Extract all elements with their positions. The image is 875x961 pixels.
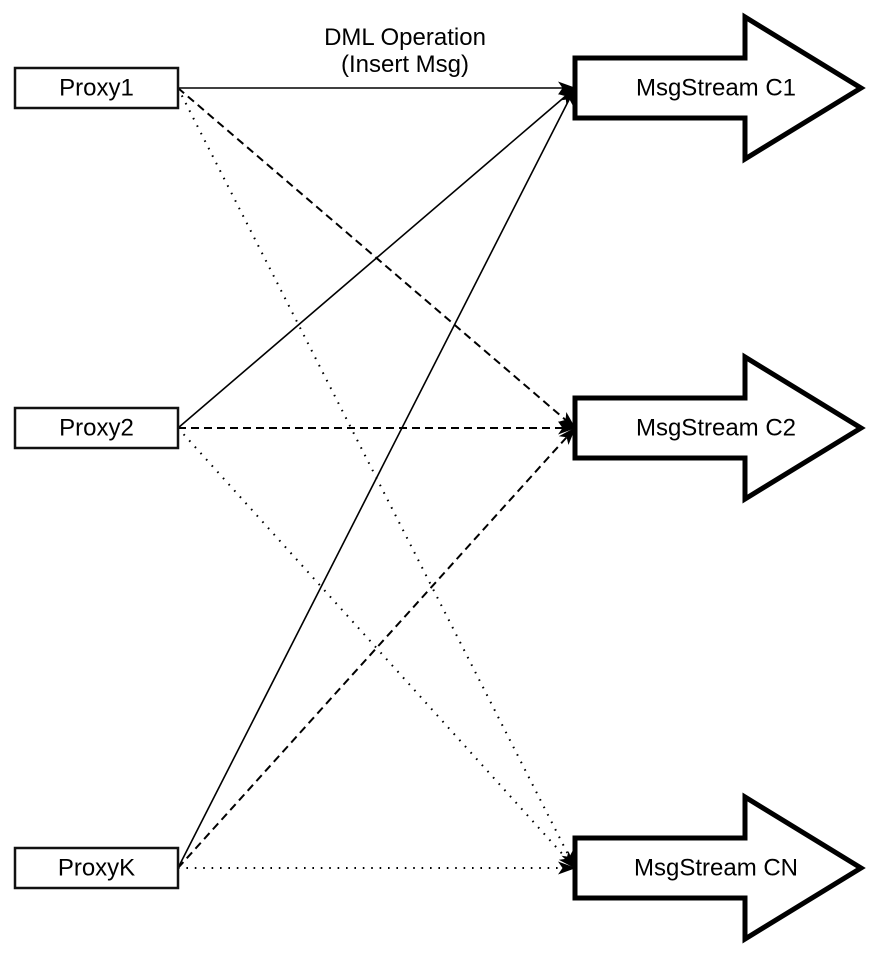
proxy-node-proxyk: ProxyK [13,846,180,890]
proxy-node-proxy1: Proxy1 [13,66,180,110]
stream-label-c1: MsgStream C1 [636,75,796,102]
proxy-node-proxy2: Proxy2 [13,406,180,450]
proxy-box-proxy1 [13,66,180,110]
stream-node-cn: MsgStream CN [572,792,866,944]
proxy-label-proxy1: Proxy1 [59,75,134,102]
stream-nodes-layer: MsgStream C1 MsgStream C2 MsgStream CN [572,12,866,944]
edge-proxyk-c2 [177,427,576,869]
proxy-box-proxyk [13,846,180,890]
stream-arrow-shape-c1 [572,12,866,164]
proxy-box-proxy2 [13,406,180,450]
edge-proxy2-c1 [177,87,576,429]
edge-proxyk-c1 [177,87,576,869]
diagram-title-line1: DML Operation [324,24,486,51]
edge-proxy2-cn [177,427,576,869]
diagram-title-line2: (Insert Msg) [341,51,469,78]
stream-label-c2: MsgStream C2 [636,415,796,442]
stream-node-c2: MsgStream C2 [572,352,866,504]
proxy-label-proxyk: ProxyK [58,855,135,882]
stream-label-cn: MsgStream CN [634,855,798,882]
proxy-label-proxy2: Proxy2 [59,415,134,442]
stream-arrow-shape-cn [572,792,866,944]
stream-node-c1: MsgStream C1 [572,12,866,164]
stream-arrow-shape-c2 [572,352,866,504]
edges-layer [177,81,576,875]
